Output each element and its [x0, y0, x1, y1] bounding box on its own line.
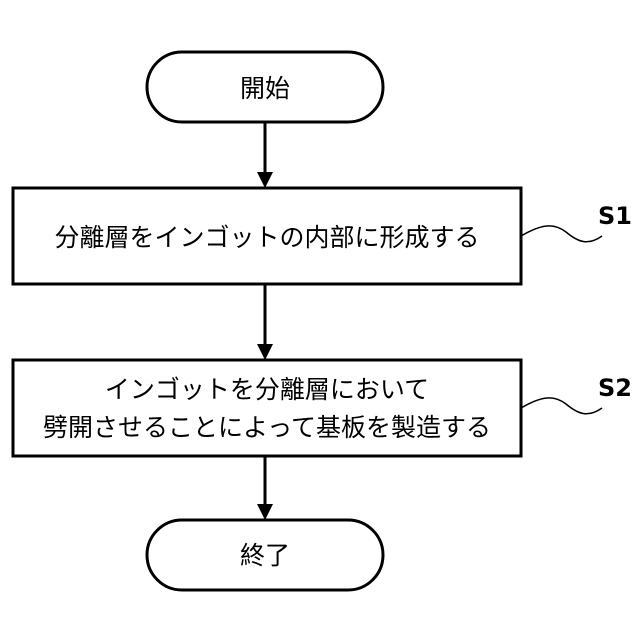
connector-s2-to-end	[257, 456, 273, 520]
start-node: 開始	[147, 52, 383, 122]
end-label: 終了	[240, 541, 290, 570]
step-s2: インゴットを分離層において 劈開させることによって基板を製造する	[13, 360, 521, 456]
start-label: 開始	[240, 74, 290, 103]
step-label-s1: S1	[598, 202, 632, 230]
leader-line-s1	[521, 226, 602, 242]
arrowhead-icon	[257, 172, 273, 188]
end-node: 終了	[147, 520, 383, 590]
step-s1: 分離層をインゴットの内部に形成する	[13, 188, 521, 284]
arrowhead-icon	[257, 344, 273, 360]
connector-start-to-s1	[257, 122, 273, 188]
step-s2-text-line1: インゴットを分離層において	[105, 375, 429, 404]
step-s1-text: 分離層をインゴットの内部に形成する	[54, 223, 479, 252]
connector-s1-to-s2	[257, 284, 273, 360]
arrowhead-icon	[257, 504, 273, 520]
step-s2-text-line2: 劈開させることによって基板を製造する	[43, 413, 491, 442]
label-s1-group: S1	[521, 202, 632, 242]
label-s2-group: S2	[521, 374, 632, 414]
step-label-s2: S2	[598, 374, 632, 402]
leader-line-s2	[521, 398, 602, 414]
